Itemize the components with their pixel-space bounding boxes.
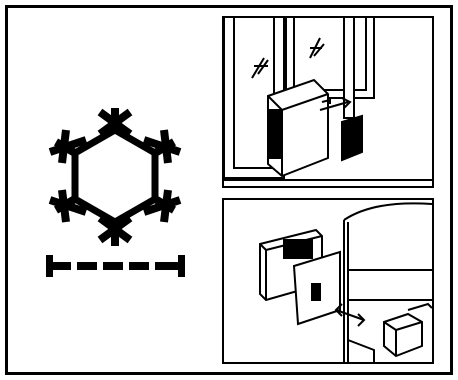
air-conditioner-filter-illustration: [224, 18, 432, 181]
control-panel-illustration: [259, 202, 432, 362]
illustration-panel-top: [222, 16, 434, 188]
insulation-bracket-icon: [46, 255, 185, 277]
illustration-panel-bottom: [222, 198, 434, 364]
frost-symbol: [40, 100, 190, 290]
snowflake-icon: [46, 108, 185, 277]
